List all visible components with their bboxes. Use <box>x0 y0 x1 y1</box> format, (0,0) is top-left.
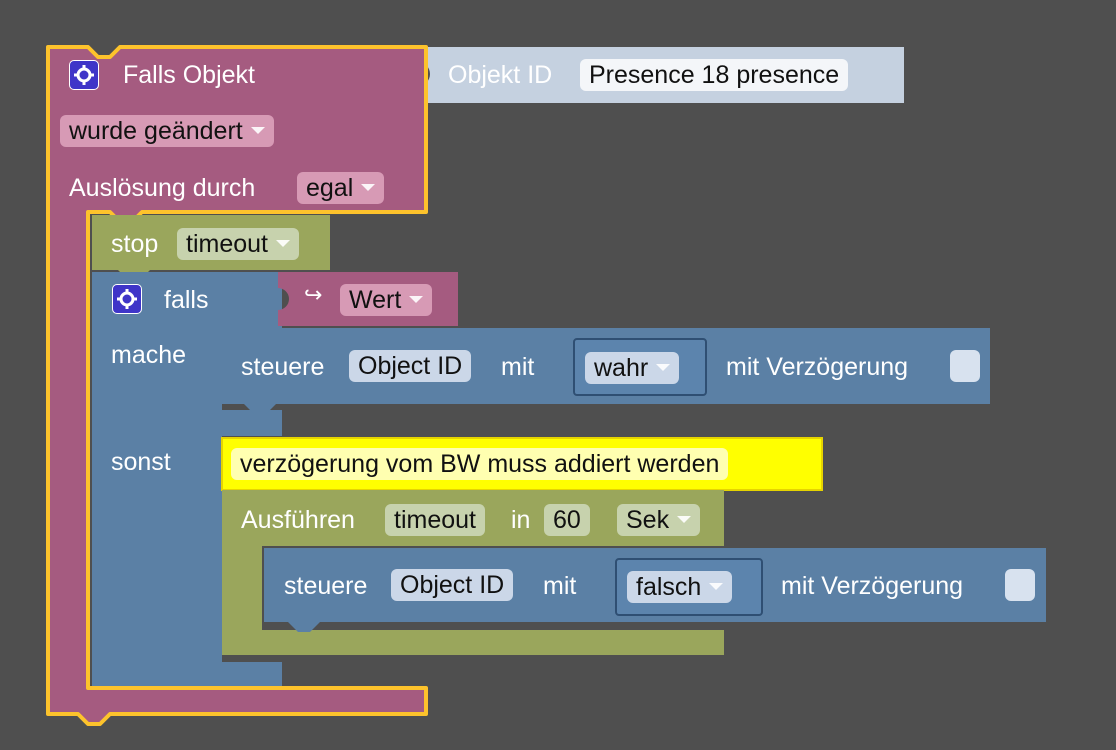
stop-timeout-dropdown[interactable]: timeout <box>177 228 299 260</box>
control-false-label: steuere <box>284 572 368 600</box>
control-true-target[interactable]: Object ID <box>349 350 472 382</box>
event-title: Falls Objekt <box>123 61 255 89</box>
wert-dropdown[interactable]: Wert <box>340 284 433 316</box>
ausloesung-label: Auslösung durch <box>69 174 256 202</box>
sonst-label: sonst <box>111 448 171 476</box>
gear-icon[interactable] <box>69 60 99 90</box>
mache-label: mache <box>111 341 187 369</box>
object-id-label: Objekt ID <box>448 61 553 89</box>
control-false-delay-label: mit Verzögerung <box>781 572 964 600</box>
ausloesung-dropdown[interactable]: egal <box>297 172 385 204</box>
stop-label: stop <box>111 230 159 258</box>
control-true-with: mit <box>501 353 535 381</box>
trigger-dropdown[interactable]: wurde geändert <box>60 115 274 147</box>
comment-text[interactable]: verzögerung vom BW muss addiert werden <box>231 448 729 480</box>
control-true-delay-checkbox[interactable] <box>950 350 980 382</box>
timeout-label: Ausführen <box>241 506 355 534</box>
false-value-dropdown[interactable]: falsch <box>627 571 733 603</box>
return-arrow-icon: ↪ <box>304 282 323 307</box>
falls-label: falls <box>164 286 209 314</box>
control-false-delay-checkbox[interactable] <box>1005 569 1035 601</box>
gear-glyph <box>74 65 94 85</box>
timeout-in-label: in <box>511 506 531 534</box>
object-id-field[interactable]: Presence 18 presence <box>580 59 849 91</box>
timeout-value-field[interactable]: 60 <box>544 504 590 536</box>
if-gear-icon[interactable] <box>112 284 142 314</box>
control-false-target[interactable]: Object ID <box>391 569 514 601</box>
control-true-label: steuere <box>241 353 325 381</box>
timeout-unit-dropdown[interactable]: Sek <box>617 504 701 536</box>
timeout-block-shape <box>222 490 724 655</box>
control-true-delay-label: mit Verzögerung <box>726 353 909 381</box>
control-false-with: mit <box>543 572 577 600</box>
true-value-dropdown[interactable]: wahr <box>585 352 680 384</box>
if-block-shape <box>92 272 282 686</box>
if-gear-glyph <box>117 289 137 309</box>
timeout-name-field[interactable]: timeout <box>385 504 485 536</box>
